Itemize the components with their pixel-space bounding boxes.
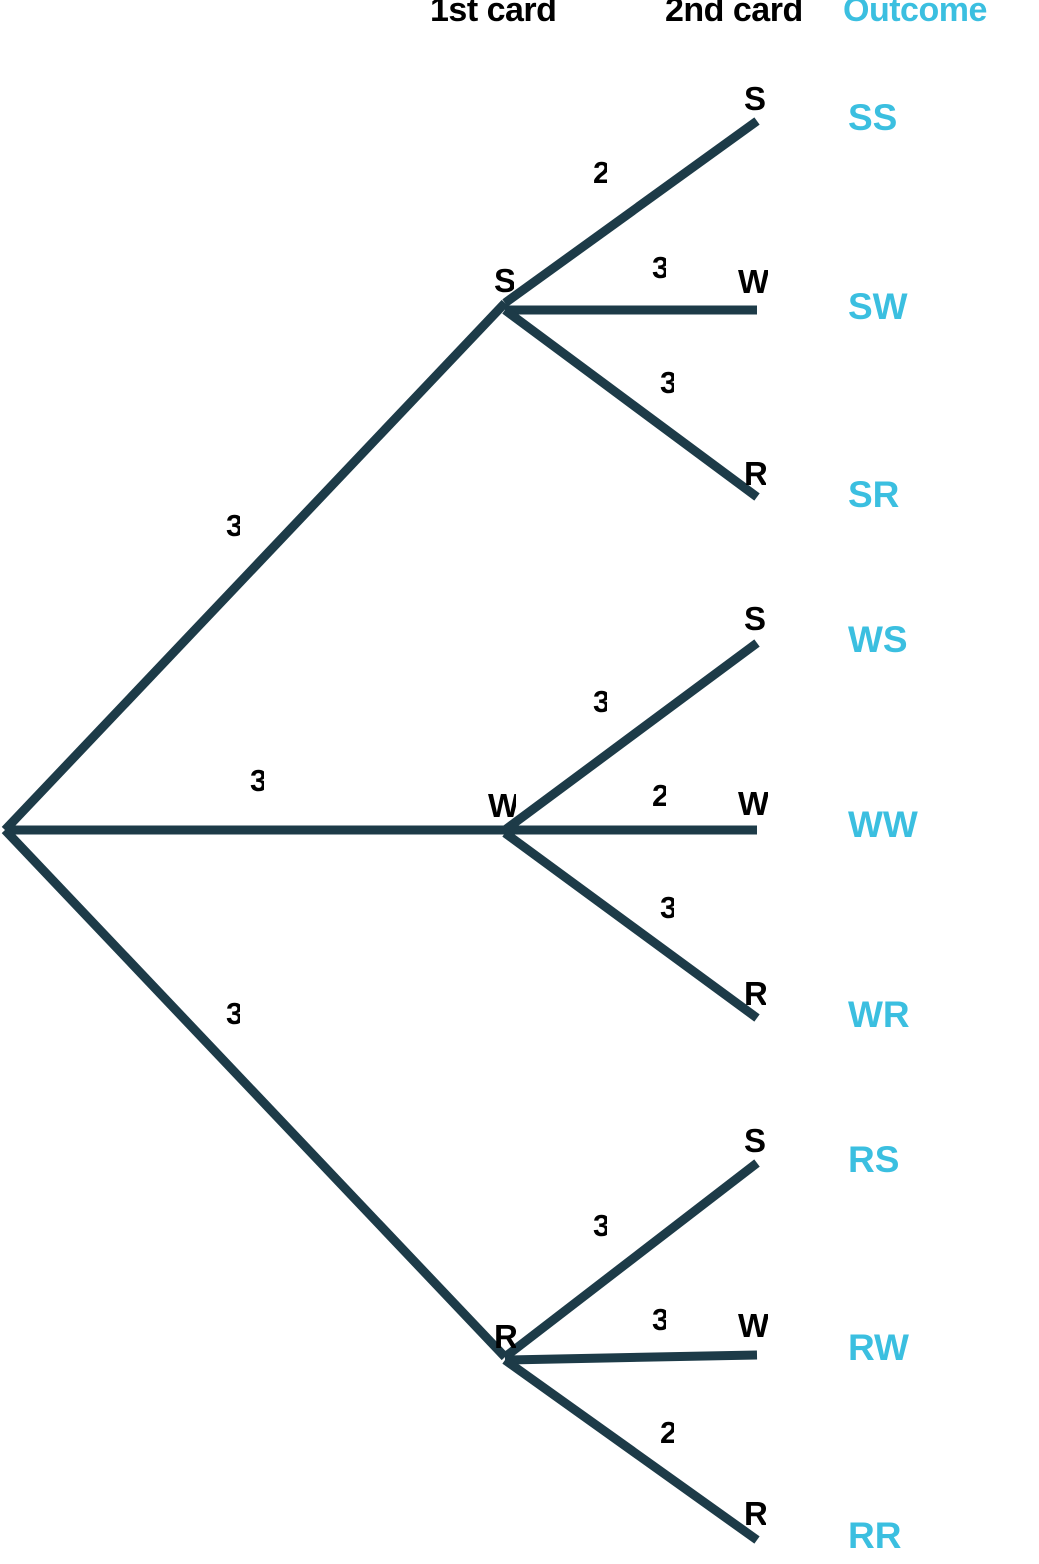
endpoint-label-SW: W [738,263,768,300]
prob-label-root-R: 3 [226,996,240,1031]
prob-label-W-S: 3 [593,684,607,719]
outcome-WR: WR [848,994,910,1035]
endpoint-label-SS: S [744,80,766,117]
prob-label-W-R: 3 [660,890,674,925]
branch-R-to-W [504,1350,758,1365]
header-second-card: 2nd card [665,0,803,29]
node-label-S: S [494,262,514,299]
prob-label-root-S: 3 [226,508,240,543]
prob-label-R-S: 3 [593,1208,607,1243]
outcome-SR: SR [848,474,900,515]
node-label-W: W [488,787,516,824]
branch-S-to-R [502,306,760,501]
outcome-RS: RS [848,1139,900,1180]
node-label-R: R [494,1318,516,1355]
outcome-WS: WS [848,619,908,660]
branch-R-to-S [502,1159,760,1361]
prob-label-S-R: 3 [660,365,674,400]
endpoint-label-RW: W [738,1307,768,1344]
prob-label-root-W: 3 [250,763,264,798]
outcome-WW: WW [848,804,918,845]
endpoint-label-WR: R [744,975,766,1012]
endpoint-label-WS: S [744,600,766,637]
branch-S-to-S [502,117,760,307]
branch-root-to-S [1,299,509,834]
outcome-SW: SW [848,286,908,327]
endpoint-label-WW: W [738,785,768,822]
branch-R-to-R [502,1356,760,1544]
header-outcome: Outcome [843,0,987,29]
prob-label-W-W: 2 [652,778,666,813]
prob-label-S-W: 3 [652,250,666,285]
header-first-card: 1st card [430,0,557,29]
prob-label-R-W: 3 [652,1302,666,1337]
branch-root-to-R [1,826,509,1361]
outcome-RR: RR [848,1515,902,1556]
prob-label-S-S: 2 [593,155,607,190]
branch-W-to-R [502,829,760,1022]
endpoint-label-RS: S [744,1122,766,1159]
outcome-SS: SS [848,97,898,138]
endpoint-label-SR: R [744,455,766,492]
prob-label-R-R: 2 [660,1415,674,1450]
branch-W-to-S [502,639,760,834]
outcome-RW: RW [848,1327,909,1368]
endpoint-label-RR: R [744,1495,766,1532]
